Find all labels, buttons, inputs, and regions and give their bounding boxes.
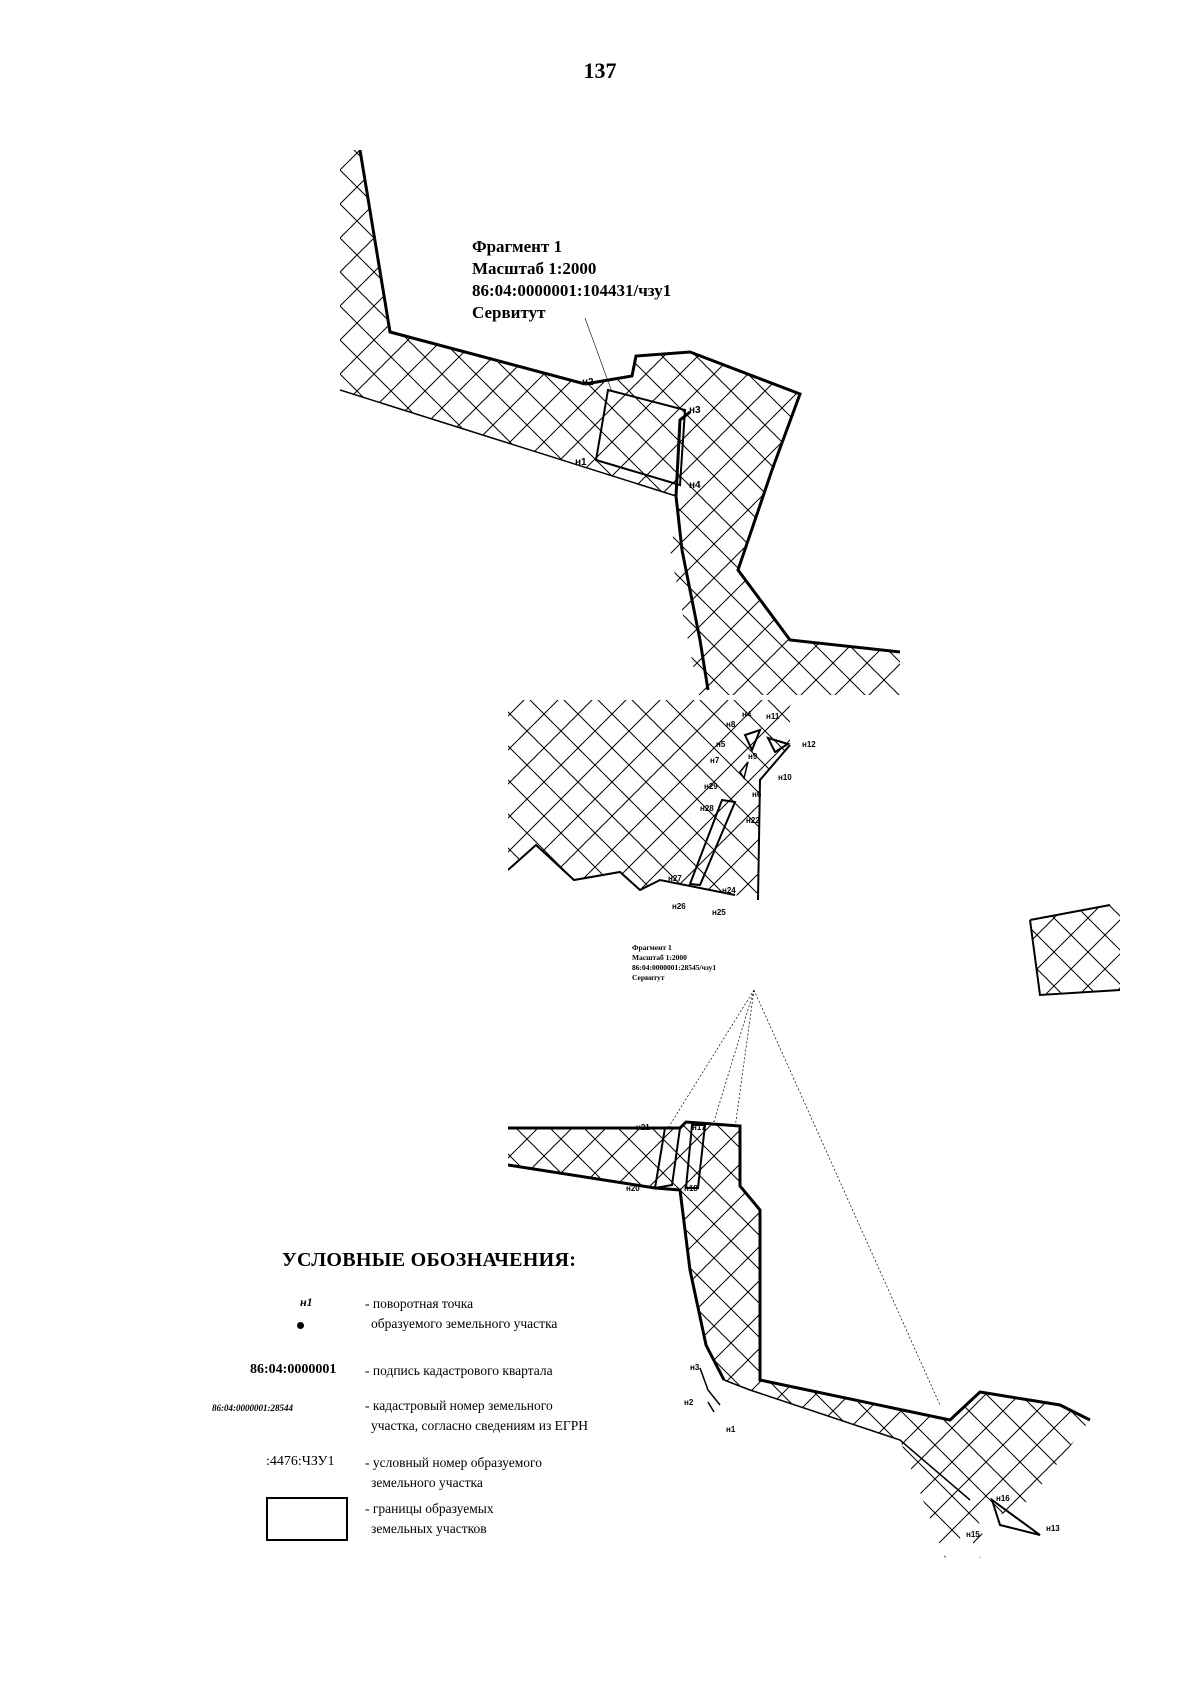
fragment-title: Фрагмент 1: [632, 943, 672, 952]
legend-item-quarter: - подпись кадастрового квартала: [365, 1363, 553, 1378]
legend-title: УСЛОВНЫЕ ОБОЗНАЧЕНИЯ:: [282, 1249, 577, 1271]
fragment-top-parcel: [340, 150, 900, 695]
point-label: н20: [626, 1184, 640, 1193]
point-label: н2: [582, 377, 594, 388]
point-label: н11: [766, 712, 780, 721]
point-label: н1: [726, 1425, 736, 1434]
fragment-type: Сервитут: [632, 973, 665, 983]
legend-quarter-symbol: 86:04:0000001: [250, 1362, 337, 1377]
point-label: н3: [690, 1363, 700, 1372]
fragment-middle-parcel: [508, 700, 791, 901]
point-label: н4: [742, 710, 752, 719]
legend-item-parcel: - кадастровый номер земельного участка, …: [365, 1398, 588, 1433]
legend-item-conditional: - условный номер образуемого земельного …: [365, 1455, 542, 1490]
fragment-top-label: Фрагмент 1 Масштаб 1:2000 86:04:0000001:…: [472, 236, 671, 324]
point-label: н3: [689, 405, 701, 416]
boundary-box-icon: [266, 1497, 348, 1541]
point-label: н13: [1046, 1524, 1060, 1533]
point-label: н25: [712, 908, 726, 917]
legend-conditional-symbol: :4476:ЧЗУ1: [266, 1454, 335, 1469]
point-label: н27: [668, 874, 682, 883]
fragment-bottom-parcel: [508, 1120, 1091, 1558]
point-label: н2: [684, 1398, 694, 1407]
leader-lines: [667, 989, 941, 1406]
fragment-bottom-label: Фрагмент 1 Масштаб 1:2000 86:04:0000001:…: [632, 943, 716, 984]
point-label: н29: [704, 782, 718, 791]
point-label: н7: [710, 756, 720, 765]
point-marker-icon: [297, 1322, 304, 1329]
fragment-scale: Масштаб 1:2000: [472, 259, 597, 279]
point-label: н22: [746, 816, 760, 825]
point-label: н28: [700, 804, 714, 813]
point-label: н6: [752, 790, 762, 799]
fragment-scale: Масштаб 1:2000: [632, 953, 687, 963]
point-label: н1: [575, 457, 587, 468]
page-number: 137: [583, 58, 617, 83]
fragment-cadastral-number: 86:04:0000001:28545/чзу1: [632, 963, 717, 973]
point-label: н18: [684, 1184, 698, 1193]
point-label: н15: [966, 1530, 980, 1539]
point-label: н17: [692, 1123, 706, 1132]
legend-item-boundary: - границы образуемых земельных участков: [365, 1501, 494, 1536]
point-label: н4: [689, 480, 701, 491]
point-label: н5: [716, 740, 726, 749]
fragment-cadastral-number: 86:04:0000001:104431/чзу1: [472, 281, 672, 301]
legend-parcel-symbol: 86:04:0000001:28544: [212, 1403, 293, 1413]
point-label: н10: [778, 773, 792, 782]
legend-item-point: - поворотная точка образуемого земельног…: [365, 1296, 558, 1331]
point-label: н24: [722, 886, 736, 895]
point-label: н9: [748, 752, 758, 761]
point-label: н8: [726, 720, 736, 729]
point-label: н21: [636, 1123, 650, 1132]
fragment-type: Сервитут: [472, 303, 546, 323]
legend-point-symbol: н1: [300, 1295, 313, 1309]
point-label: н12: [802, 740, 816, 749]
point-label: н16: [996, 1494, 1010, 1503]
leader-line: [584, 317, 613, 393]
point-label: н26: [672, 902, 686, 911]
fragment-right-piece: [1029, 904, 1121, 997]
fragment-title: Фрагмент 1: [472, 237, 563, 256]
